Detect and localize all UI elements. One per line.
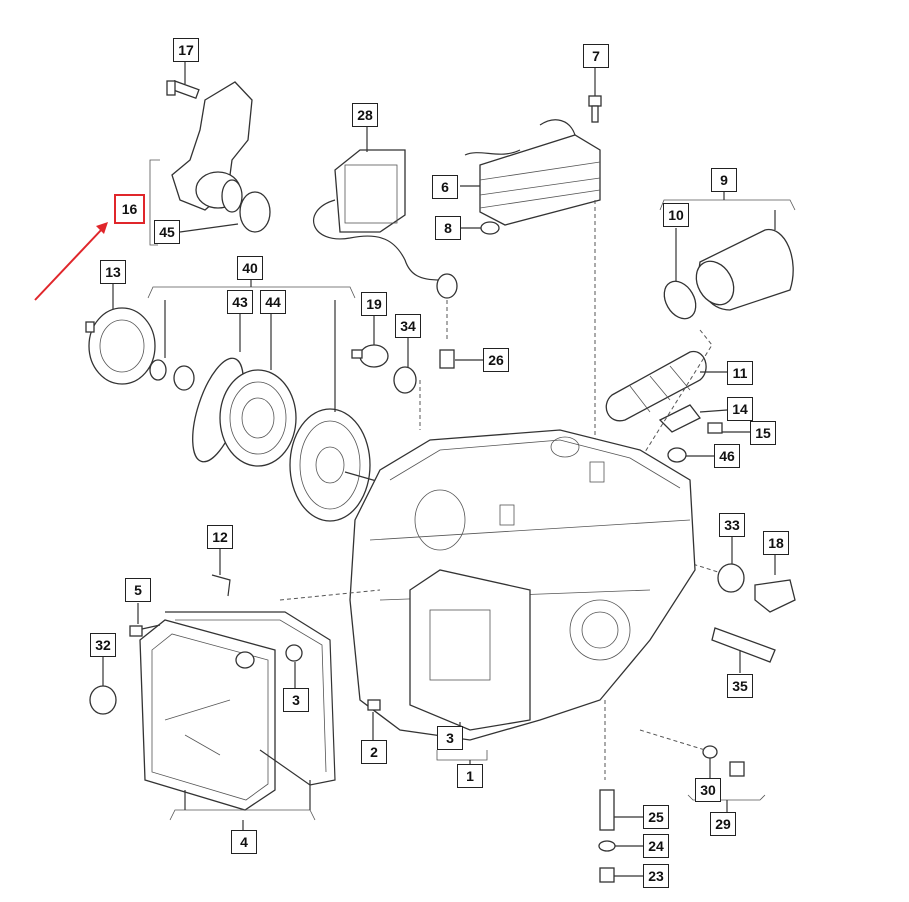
callout-5: 5 [125, 578, 151, 602]
callout-34: 34 [395, 314, 421, 338]
gearbox-housing [349, 429, 696, 765]
callout-44: 44 [260, 290, 286, 314]
callout-19: 19 [361, 292, 387, 316]
callout-17: 17 [173, 38, 199, 62]
callout-26: 26 [483, 348, 509, 372]
callout-12: 12 [207, 525, 233, 549]
callout-32: 32 [90, 633, 116, 657]
callout-28: 28 [352, 103, 378, 127]
callout-3-gasket: 3 [283, 688, 309, 712]
drain-parts [598, 700, 766, 883]
highlight-arrow [34, 222, 108, 301]
callout-23: 23 [643, 864, 669, 888]
callout-29: 29 [710, 812, 736, 836]
callout-15: 15 [750, 421, 776, 445]
control-unit-part-28 [313, 127, 458, 340]
callout-10: 10 [663, 203, 689, 227]
callout-14: 14 [727, 397, 753, 421]
callout-25: 25 [643, 805, 669, 829]
small-parts-33-18-35 [679, 537, 796, 673]
callout-45: 45 [154, 220, 180, 244]
oil-cooler-part-6 [460, 68, 602, 440]
callout-35: 35 [727, 674, 753, 698]
callout-13: 13 [100, 260, 126, 284]
callout-1: 1 [457, 764, 483, 788]
callout-33: 33 [719, 513, 745, 537]
clutch-group-part-40 [85, 277, 381, 522]
small-parts-19-34-26 [351, 314, 483, 430]
oil-pan-part-4 [89, 547, 381, 830]
filter-housing-part-9 [659, 190, 796, 320]
callout-40: 40 [237, 256, 263, 280]
callout-8: 8 [435, 216, 461, 240]
callout-4: 4 [231, 830, 257, 854]
callout-24: 24 [643, 834, 669, 858]
filter-element-part-11 [605, 329, 750, 463]
callout-46: 46 [714, 444, 740, 468]
callout-6: 6 [432, 175, 458, 199]
callout-16-highlighted: 16 [114, 194, 145, 224]
callout-11: 11 [727, 361, 753, 385]
bracket-part-16 [149, 52, 271, 246]
callout-18: 18 [763, 531, 789, 555]
callout-43: 43 [227, 290, 253, 314]
callout-30: 30 [695, 778, 721, 802]
callout-3-housing: 3 [437, 726, 463, 750]
callout-2: 2 [361, 740, 387, 764]
callout-7: 7 [583, 44, 609, 68]
callout-9: 9 [711, 168, 737, 192]
